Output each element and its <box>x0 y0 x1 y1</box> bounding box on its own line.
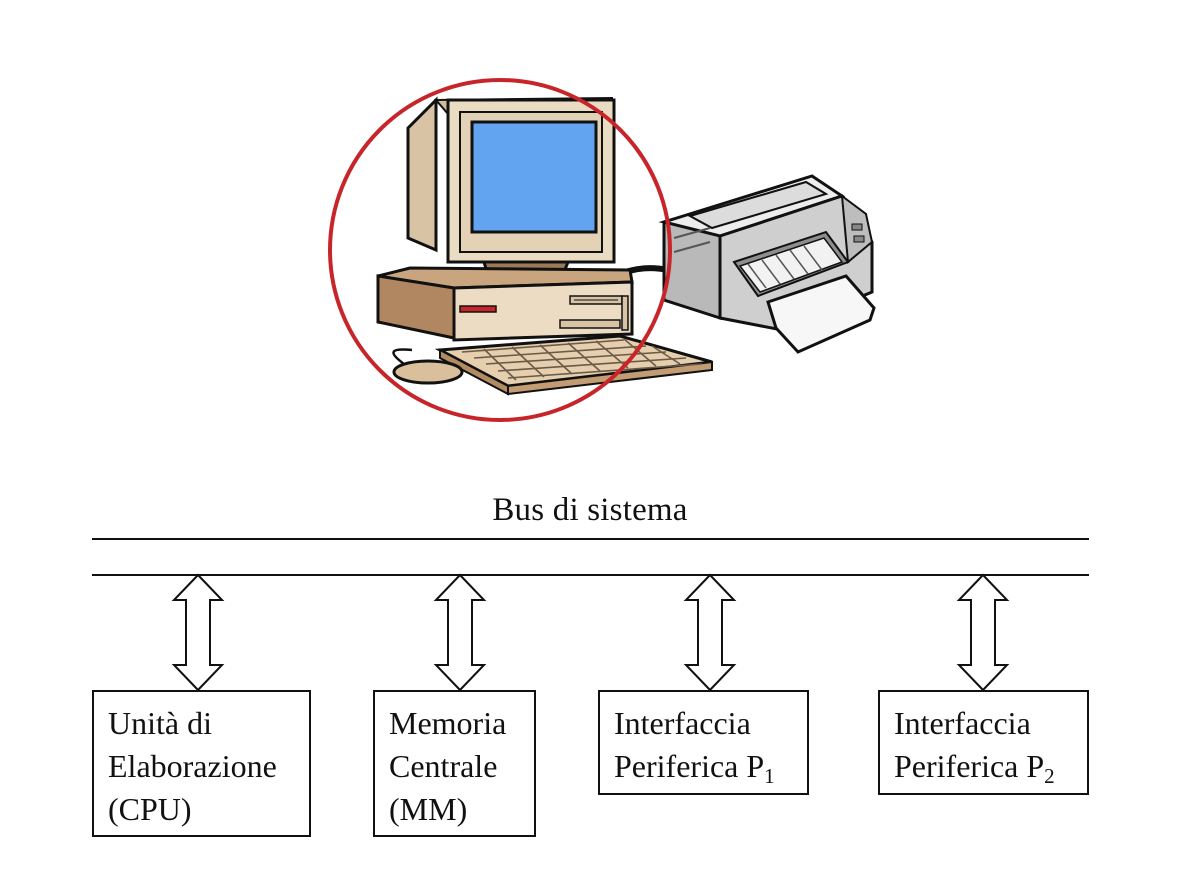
computer-printer-illustration <box>328 78 876 422</box>
bidirectional-arrow-p1 <box>683 573 737 692</box>
computer-icon <box>376 96 713 396</box>
peripheral-p2-label: Interfaccia Periferica P2 <box>894 705 1055 788</box>
bidirectional-arrow-p2 <box>956 573 1010 692</box>
mouse-icon <box>392 359 464 385</box>
bidirectional-arrow-cpu <box>171 573 225 692</box>
bidirectional-arrow-mm <box>433 573 487 692</box>
memory-label: Memoria Centrale (MM) <box>389 705 507 827</box>
printer-icon <box>658 174 876 354</box>
bus-label: Bus di sistema <box>492 492 688 528</box>
peripheral-p1-box: Interfaccia Periferica P1 <box>598 690 809 795</box>
peripheral-p1-label: Interfaccia Periferica P1 <box>614 705 775 788</box>
memory-box: Memoria Centrale (MM) <box>373 690 536 837</box>
peripheral-p2-box: Interfaccia Periferica P2 <box>878 690 1089 795</box>
highlight-circle <box>328 78 672 422</box>
cpu-box: Unità di Elaborazione (CPU) <box>92 690 311 837</box>
monitor-screen <box>470 120 598 234</box>
cpu-label: Unità di Elaborazione (CPU) <box>108 705 277 827</box>
